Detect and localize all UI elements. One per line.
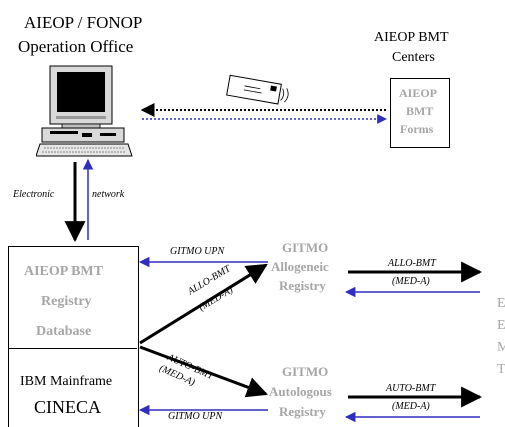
gitmo-auto-line2: Autologous [269, 384, 332, 399]
office-title-line2: Operation Office [18, 37, 134, 56]
forms-line2: BMT [406, 104, 434, 118]
network-label-right: network [92, 189, 125, 200]
computer-icon [36, 65, 133, 157]
registry-line1: AIEOP BMT [24, 264, 103, 279]
gitmo-upn-bottom-label: GITMO UPN [168, 411, 223, 422]
gitmo-allo-line1: GITMO [282, 240, 329, 255]
gitmo-allo-line3: Registry [279, 278, 326, 293]
bmt-forms-box [390, 78, 450, 148]
allo-right-label-2: (MED-A) [392, 276, 430, 287]
auto-right-label-1: AUTO-BMT [386, 383, 436, 394]
gitmo-allo-line2: Allogeneic [271, 259, 329, 274]
mainframe-line2: CINECA [34, 397, 101, 417]
mainframe-line1: IBM Mainframe [20, 374, 113, 389]
cutoff-letter-2: E [497, 318, 505, 333]
cutoff-letter-3: M [497, 340, 505, 355]
forms-line1: AIEOP [399, 86, 438, 100]
registry-line3: Database [36, 324, 92, 339]
office-title-line1: AIEOP / FONOP [24, 13, 143, 32]
envelope-icon [226, 74, 289, 105]
network-label-left: Electronic [13, 189, 55, 200]
forms-line3: Forms [400, 122, 434, 136]
allo-diagonal-arrow [139, 263, 268, 345]
centers-title-line2: Centers [392, 50, 435, 65]
gitmo-auto-line3: Registry [279, 404, 326, 419]
centers-title-line1: AIEOP BMT [374, 30, 449, 45]
registry-line2: Registry [41, 294, 92, 309]
registry-divider [8, 348, 137, 349]
auto-diagonal-arrow [139, 345, 268, 398]
cutoff-letter-1: E [497, 296, 505, 311]
auto-right-label-2: (MED-A) [392, 401, 430, 412]
gitmo-upn-top-label: GITMO UPN [170, 246, 225, 257]
gitmo-auto-line1: GITMO [282, 364, 329, 379]
cutoff-letter-4: T [497, 362, 505, 377]
registry-database-box [8, 246, 139, 427]
allo-right-label-1: ALLO-BMT [388, 258, 436, 269]
